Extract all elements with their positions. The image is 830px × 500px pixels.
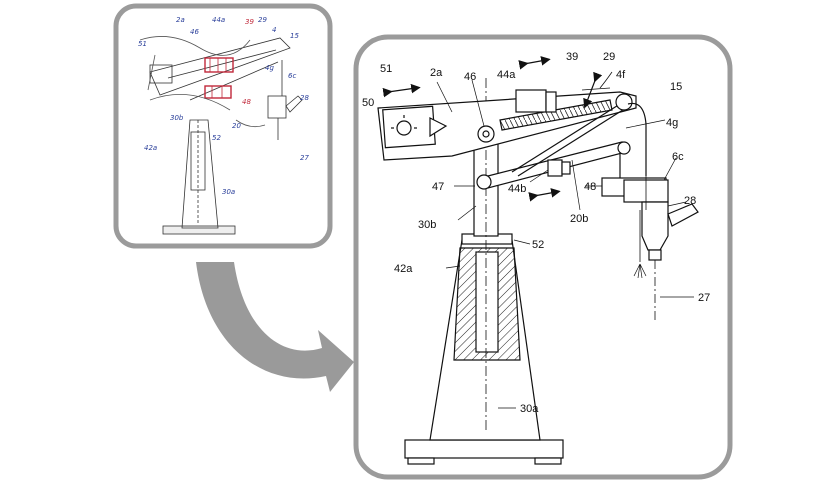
sketch-base bbox=[163, 226, 235, 234]
sketch-label-4: 4 bbox=[272, 26, 276, 34]
sketch-panel: 51 2a 46 44a 39 29 4 15 6c 28 4g 48 20 5… bbox=[116, 6, 330, 246]
sketch-label-48: 48 bbox=[242, 98, 251, 106]
label-4f: 4f bbox=[616, 69, 626, 81]
base-foot-right bbox=[535, 458, 561, 464]
label-47: 47 bbox=[432, 181, 444, 193]
label-29: 29 bbox=[603, 51, 615, 63]
label-50: 50 bbox=[362, 97, 374, 109]
sketch-label-6c: 6c bbox=[288, 72, 296, 80]
label-28: 28 bbox=[684, 195, 696, 207]
base-plate bbox=[405, 440, 563, 458]
label-48: 48 bbox=[584, 181, 596, 193]
label-39: 39 bbox=[566, 51, 578, 63]
drawing-panel: 51 2a 46 44a 39 29 4f 15 50 4g 47 44b 48… bbox=[356, 37, 730, 477]
sketch-label-42a: 42a bbox=[144, 144, 157, 152]
pivot-47 bbox=[477, 175, 491, 189]
motor-44a bbox=[516, 90, 546, 112]
label-20b: 20b bbox=[570, 213, 588, 225]
transform-arrow bbox=[196, 262, 354, 392]
sketch-label-44a: 44a bbox=[212, 16, 225, 24]
sketch-label-2a: 2a bbox=[176, 16, 185, 24]
motor-44b bbox=[548, 160, 562, 176]
sketch-label-46: 46 bbox=[190, 28, 199, 36]
sketch-label-15: 15 bbox=[290, 32, 299, 40]
sketch-label-20: 20 bbox=[232, 122, 241, 130]
sketch-label-27: 27 bbox=[300, 154, 309, 162]
sketch-label-30a: 30a bbox=[222, 188, 235, 196]
label-30b: 30b bbox=[418, 219, 436, 231]
sketch-label-51: 51 bbox=[138, 40, 147, 48]
label-30a: 30a bbox=[520, 403, 539, 415]
base-foot-left bbox=[408, 458, 434, 464]
label-6c: 6c bbox=[672, 151, 684, 163]
label-2a: 2a bbox=[430, 67, 443, 79]
label-15: 15 bbox=[670, 81, 682, 93]
label-44b: 44b bbox=[508, 183, 526, 195]
sketch-label-28: 28 bbox=[300, 94, 309, 102]
sketch-label-4g: 4g bbox=[265, 64, 274, 72]
label-27: 27 bbox=[698, 292, 710, 304]
inner-tube bbox=[476, 252, 498, 352]
sketch-label-30b: 30b bbox=[170, 114, 184, 122]
label-4g: 4g bbox=[666, 117, 678, 129]
sketch-label-29: 29 bbox=[258, 16, 267, 24]
label-44a: 44a bbox=[497, 69, 516, 81]
label-52: 52 bbox=[532, 239, 544, 251]
sketch-panel-frame bbox=[116, 6, 330, 246]
lamp-bulb bbox=[397, 121, 411, 135]
sketch-label-52: 52 bbox=[212, 134, 221, 142]
label-42a: 42a bbox=[394, 263, 413, 275]
label-46: 46 bbox=[464, 71, 476, 83]
label-51: 51 bbox=[380, 63, 392, 75]
pivot-15 bbox=[616, 94, 632, 110]
sketch-label-39: 39 bbox=[245, 18, 254, 26]
